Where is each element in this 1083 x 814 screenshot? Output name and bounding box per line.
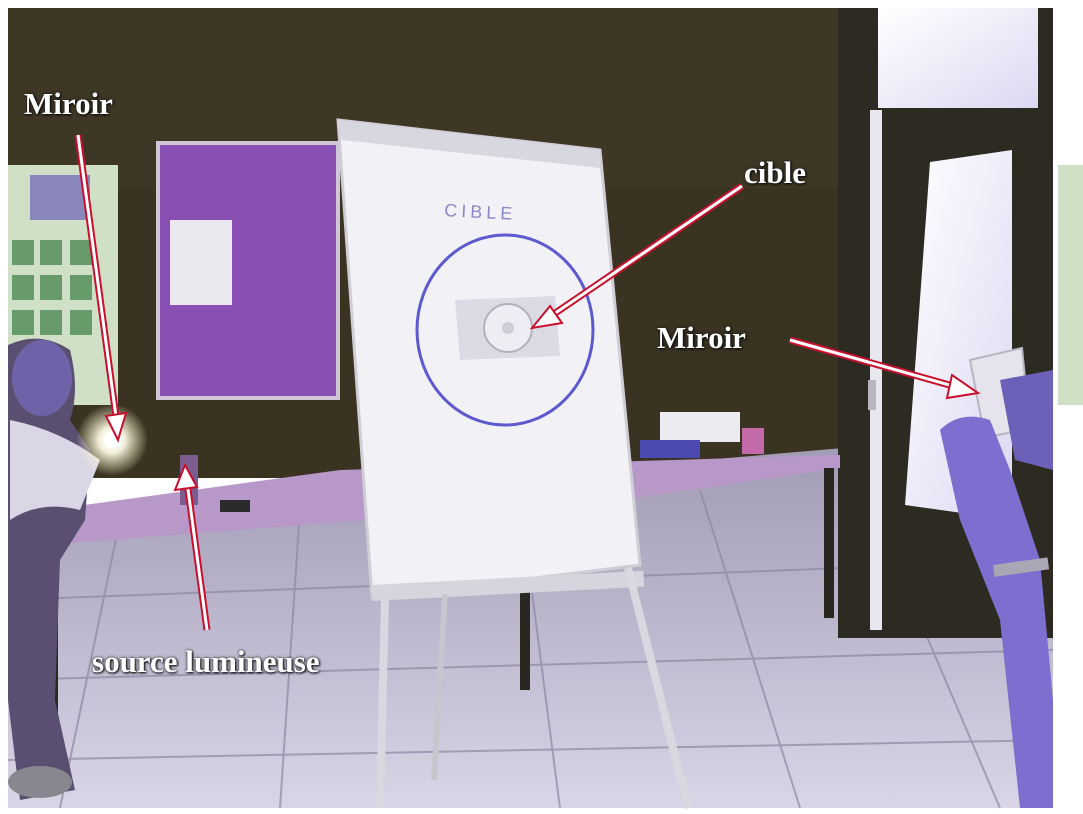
arrow-source [173, 462, 211, 631]
board-heading: CIBLE [444, 200, 517, 224]
label-miroir-left: Miroir [24, 86, 113, 121]
arm-right [940, 416, 1053, 808]
arrow-cible [529, 183, 744, 330]
label-miroir-right: Miroir [657, 320, 746, 355]
arrow-miroir-right [789, 336, 981, 400]
flipchart: CIBLE [336, 118, 692, 809]
target-circle [415, 233, 595, 427]
label-cible: cible [744, 155, 806, 190]
door-window-top [878, 8, 1038, 108]
arrow-miroir-left [74, 134, 128, 443]
label-source-lumineuse: source lumineuse [92, 644, 320, 679]
